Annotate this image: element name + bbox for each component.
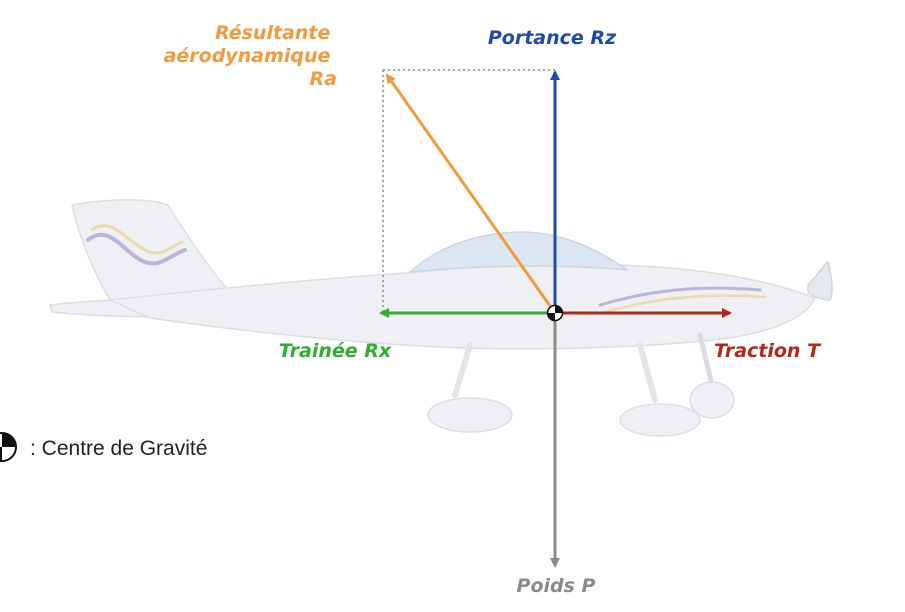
resultante-label-line-2: aérodynamique — [164, 45, 331, 67]
portance-label: Portance Rz — [488, 27, 617, 49]
resultante-label: Résultante aérodynamique Ra — [164, 22, 337, 90]
fuselage-stripe-gold — [603, 294, 767, 314]
nose-gear — [697, 332, 715, 388]
center-of-gravity-icon — [0, 432, 17, 462]
trainee-label: Trainée Rx — [279, 340, 392, 362]
main-gear-left — [452, 342, 473, 398]
fuselage — [107, 263, 816, 350]
legend: : Centre de Gravité — [0, 432, 207, 462]
resultante-label-line-3: Ra — [310, 68, 337, 90]
construction-lines — [382, 69, 555, 313]
canopy — [407, 231, 629, 273]
airplane-illustration — [49, 199, 833, 437]
center-of-gravity-marker — [546, 304, 564, 322]
nose-wheel — [689, 381, 735, 419]
resultante-arrow — [385, 73, 557, 314]
wheel-fairing-left — [427, 397, 513, 433]
main-gear-right — [637, 342, 658, 403]
traction-label: Traction T — [714, 340, 822, 362]
tail-fin — [71, 199, 240, 301]
propeller-spinner — [807, 261, 833, 301]
poids-label: Poids P — [517, 575, 596, 597]
legend-text: : Centre de Gravité — [30, 437, 207, 460]
tail-stripe-gold — [90, 224, 184, 255]
tail-stripe-purple — [86, 232, 187, 266]
wheel-fairing-right — [619, 403, 701, 437]
fuselage-stripe — [598, 286, 762, 307]
resultante-label-line-1: Résultante — [215, 22, 330, 44]
